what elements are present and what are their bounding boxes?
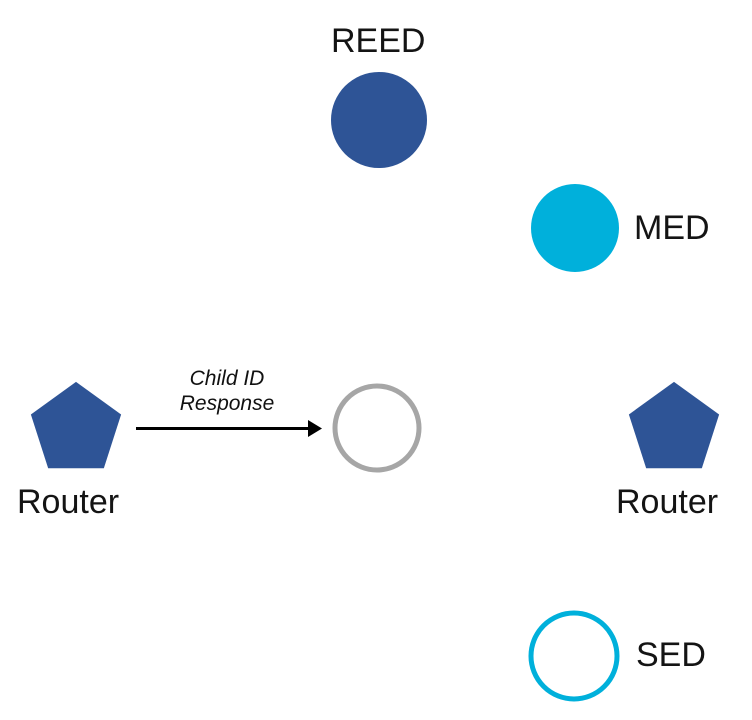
reed-circle-icon[interactable] [331, 72, 427, 168]
edge-arrow-child-id-response [130, 414, 330, 444]
edge-label-line2: Response [179, 392, 275, 415]
child-circle-icon[interactable] [332, 383, 422, 473]
edge-label-line1: Child ID [189, 367, 265, 390]
router-pentagon-icon-right[interactable] [626, 378, 722, 474]
node-label-sed: SED [636, 636, 706, 674]
router-pentagon-icon-left[interactable] [28, 378, 124, 474]
node-label-router-left: Router [17, 483, 120, 521]
node-label-reed: REED [331, 22, 426, 60]
med-circle-icon[interactable] [531, 184, 619, 272]
node-label-med: MED [634, 209, 710, 247]
edge-label-child-id-response: Child ID Response [135, 366, 319, 416]
node-label-router-right: Router [616, 483, 719, 521]
sed-circle-icon[interactable] [528, 610, 620, 702]
